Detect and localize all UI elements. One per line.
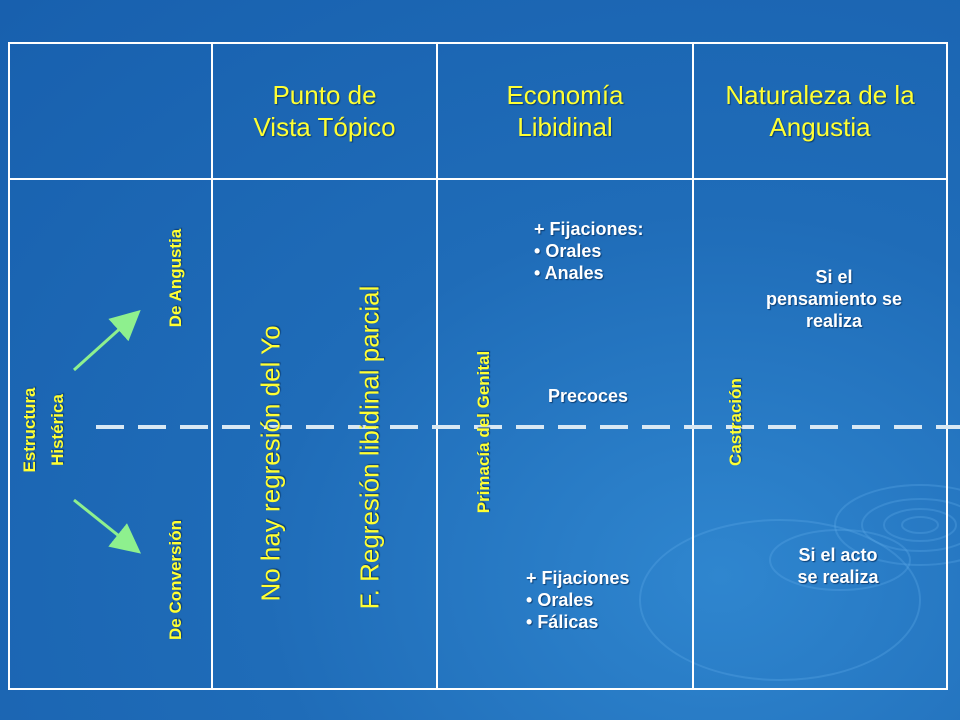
list-item: Orales	[526, 589, 630, 611]
text-si-acto: Si el acto se realiza	[797, 545, 879, 587]
text-no-regresion: No hay regresión del Yo	[255, 325, 286, 602]
fijaciones-bottom-list: Orales Fálicas	[526, 589, 630, 633]
header-col2-text: Economía Libidinal	[506, 80, 624, 142]
header-naturaleza: Naturaleza de la Angustia	[694, 44, 946, 178]
fijaciones-top-title: + Fijaciones:	[534, 219, 644, 239]
list-item: Anales	[534, 262, 644, 284]
fijaciones-bottom-title: + Fijaciones	[526, 568, 630, 588]
column-divider-3	[692, 42, 694, 690]
list-item: Fálicas	[526, 611, 630, 633]
text-si-pensamiento: Si el pensamiento se realiza	[765, 267, 903, 331]
header-punto-de-vista: Punto de Vista Tópico	[213, 44, 436, 178]
list-item: Orales	[534, 240, 644, 262]
header-economia: Economía Libidinal	[438, 44, 692, 178]
column-divider-2	[436, 42, 438, 690]
table-frame	[8, 42, 948, 690]
header-col1-text: Punto de Vista Tópico	[253, 80, 396, 142]
header-divider	[8, 178, 948, 180]
text-primacia-genital: Primacía del Genital	[474, 350, 493, 514]
header-col3-text: Naturaleza de la Angustia	[725, 80, 915, 142]
arrow-down-icon	[73, 498, 142, 554]
fijaciones-top: + Fijaciones: Orales Anales	[534, 218, 644, 284]
fijaciones-bottom: + Fijaciones Orales Fálicas	[526, 567, 630, 633]
fijaciones-top-list: Orales Anales	[534, 240, 644, 284]
text-precoces: Precoces	[548, 386, 629, 406]
column-divider-1	[211, 42, 213, 690]
arrow-up-icon	[72, 309, 141, 372]
text-f-regresion: F. Regresión libidinal parcial	[354, 285, 385, 610]
text-castracion: Castración	[726, 378, 745, 466]
